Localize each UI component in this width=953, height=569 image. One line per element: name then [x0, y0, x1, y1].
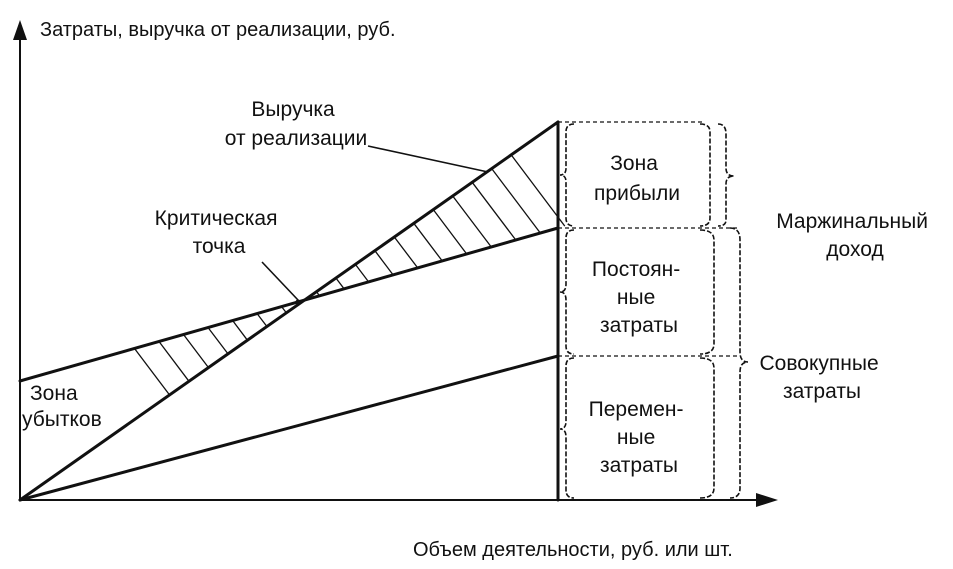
- hatch-line: [335, 277, 345, 290]
- breakeven-point: [295, 299, 301, 305]
- revenue-label: Выручка от реализации: [225, 98, 368, 150]
- hatch-line: [432, 209, 468, 255]
- y-axis-arrow-icon: [13, 20, 27, 40]
- fixed-costs-right-brace: [699, 229, 715, 355]
- x-axis-arrow-icon: [756, 493, 778, 507]
- variable-costs-line: [18, 354, 560, 502]
- hatch-line: [182, 334, 210, 368]
- hatch-line: [413, 222, 443, 262]
- revenue-line: [18, 120, 560, 502]
- marginal-income-brace: [717, 123, 735, 227]
- hatch-line: [452, 195, 492, 248]
- profit-zone-right-brace: [699, 123, 711, 227]
- hatch-line: [354, 264, 370, 283]
- loss-zone-label: Зона убытков: [22, 382, 102, 431]
- profit-zone-label: Зона прибыли: [594, 152, 680, 205]
- breakeven-leader-line: [261, 261, 299, 301]
- fixed-costs-label: Постоян- ные затраты: [592, 258, 686, 337]
- variable-costs-right-brace: [699, 357, 715, 499]
- hatch-line: [158, 341, 190, 382]
- hatch-line: [207, 327, 229, 355]
- profit-zone-hatching: [315, 154, 566, 297]
- hatch-line: [393, 236, 419, 269]
- hatch-line: [471, 181, 517, 241]
- x-axis-title: Объем деятельности, руб. или шт.: [413, 539, 733, 561]
- revenue-leader-line: [367, 145, 489, 173]
- marginal-income-label: Маржинальный доход: [776, 210, 934, 261]
- total-costs-brace: [729, 227, 749, 499]
- breakeven-label: Критическая точка: [155, 207, 284, 258]
- total-costs-line: [18, 226, 560, 383]
- hatch-line: [256, 313, 268, 327]
- hatch-line: [232, 320, 248, 341]
- loss-zone-hatching: [133, 306, 287, 396]
- hatch-line: [510, 154, 566, 227]
- profit-zone-left-brace: [559, 123, 575, 227]
- hatch-line: [491, 168, 541, 234]
- variable-costs-left-brace: [559, 357, 575, 499]
- variable-costs-label: Перемен- ные затраты: [589, 398, 690, 477]
- hatch-line: [133, 348, 171, 396]
- y-axis-title: Затраты, выручка от реализации, руб.: [40, 19, 396, 41]
- total-costs-label: Совокупные затраты: [760, 352, 885, 403]
- hatch-line: [374, 250, 394, 276]
- fixed-costs-left-brace: [559, 229, 575, 355]
